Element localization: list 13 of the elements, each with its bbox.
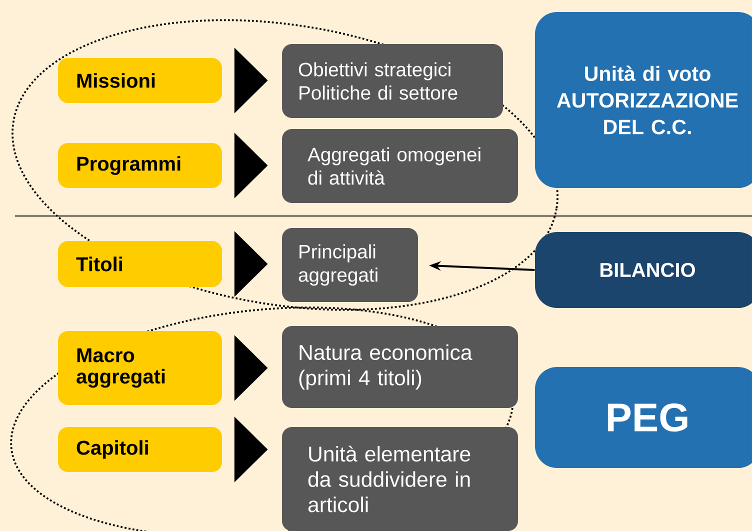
peg-box: PEG bbox=[535, 367, 752, 468]
description-box: Natura economica (primi 4 titoli) bbox=[282, 326, 518, 408]
budget-box: BILANCIO bbox=[535, 232, 752, 308]
description-box: Obiettivi strategici Politiche di settore bbox=[282, 44, 504, 118]
description-box: Aggregati omogenei di attività bbox=[282, 129, 518, 203]
level-label-box: Missioni bbox=[58, 58, 222, 103]
level-label-box: Capitoli bbox=[58, 427, 222, 472]
level-label-box: Titoli bbox=[58, 241, 222, 287]
description-box: Unità elementare da suddividere in articoli bbox=[282, 426, 518, 531]
description-box: Principali aggregati bbox=[282, 228, 418, 302]
level-label-box: Macro aggregati bbox=[58, 331, 222, 405]
vote-unit-box: Unità di voto AUTORIZZAZIONE DEL C.C. bbox=[535, 12, 752, 188]
level-label-box: Programmi bbox=[58, 143, 222, 188]
